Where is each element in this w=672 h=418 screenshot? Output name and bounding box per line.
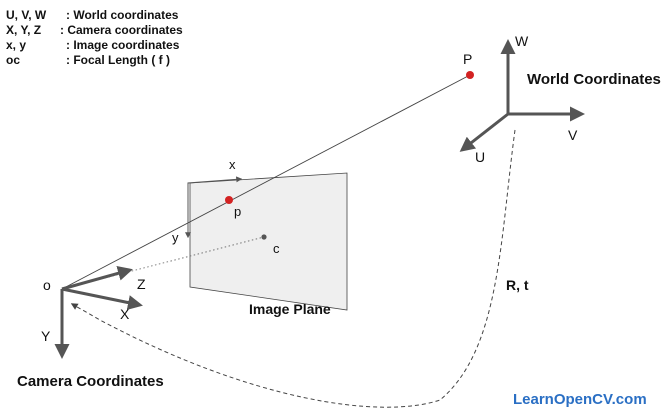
image-point-label: p [234, 204, 241, 219]
legend: U, V, W : World coordinates X, Y, Z : Ca… [6, 8, 183, 67]
camera-axis-z [61, 266, 133, 291]
principal-point-c [261, 234, 267, 240]
world-axis-u-label: U [475, 149, 485, 165]
legend-key-2: x, y [6, 38, 26, 52]
world-axes: W V U [459, 33, 585, 165]
legend-key-3: oc [6, 53, 20, 67]
projection-ray [61, 74, 471, 290]
principal-point-label: c [273, 241, 280, 256]
principal-axis [61, 236, 265, 290]
camera-axis-x [61, 287, 143, 310]
world-coordinates-title: World Coordinates [527, 71, 661, 88]
image-plane [189, 172, 348, 311]
rt-transform-curve [70, 129, 516, 408]
legend-value-3: : Focal Length ( f ) [66, 53, 170, 67]
world-axis-u [459, 112, 509, 152]
world-axis-w-label: W [515, 33, 529, 49]
camera-origin-label: o [43, 277, 51, 293]
camera-axes: o Z X Y [41, 266, 146, 359]
legend-value-0: : World coordinates [66, 8, 179, 22]
camera-axis-y-label: Y [41, 328, 51, 344]
camera-axis-z-label: Z [137, 276, 146, 292]
legend-value-1: : Camera coordinates [60, 23, 183, 37]
world-point-P [466, 71, 474, 79]
image-plane-title: Image Plane [249, 301, 331, 317]
brand-watermark: LearnOpenCV.com [513, 391, 647, 408]
legend-key-1: X, Y, Z [6, 23, 41, 37]
world-point-label: P [463, 51, 472, 67]
image-axis-y-label: y [172, 230, 179, 245]
camera-axis-x-label: X [120, 306, 130, 322]
image-axes: x y [172, 157, 243, 245]
image-axes-lines [185, 176, 243, 239]
legend-value-2: : Image coordinates [66, 38, 180, 52]
image-axis-x-label: x [229, 157, 236, 172]
camera-coordinates-title: Camera Coordinates [17, 373, 164, 390]
image-point-p [225, 196, 233, 204]
legend-key-0: U, V, W [6, 8, 47, 22]
world-axis-v-label: V [568, 127, 578, 143]
rt-transform-label: R, t [506, 277, 529, 293]
